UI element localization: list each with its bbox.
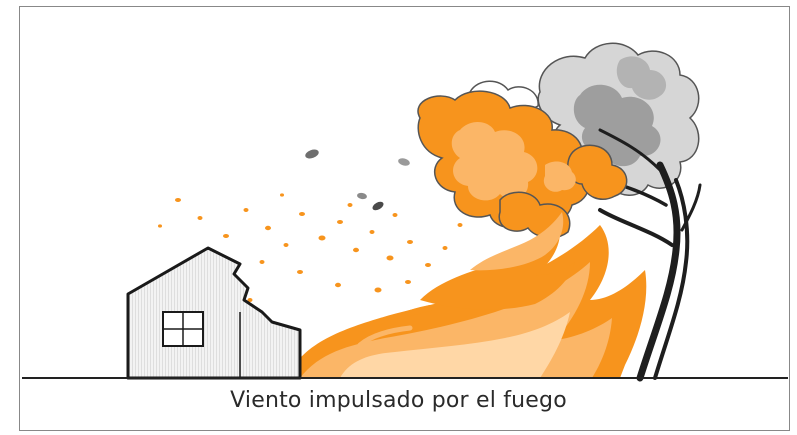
embers-icon [158,193,463,302]
flames-icon [288,212,647,378]
caption: Viento impulsado por el fuego [230,388,567,413]
burning-tree-icon [417,90,702,382]
debris-icon [305,149,410,211]
house-icon [126,246,302,380]
